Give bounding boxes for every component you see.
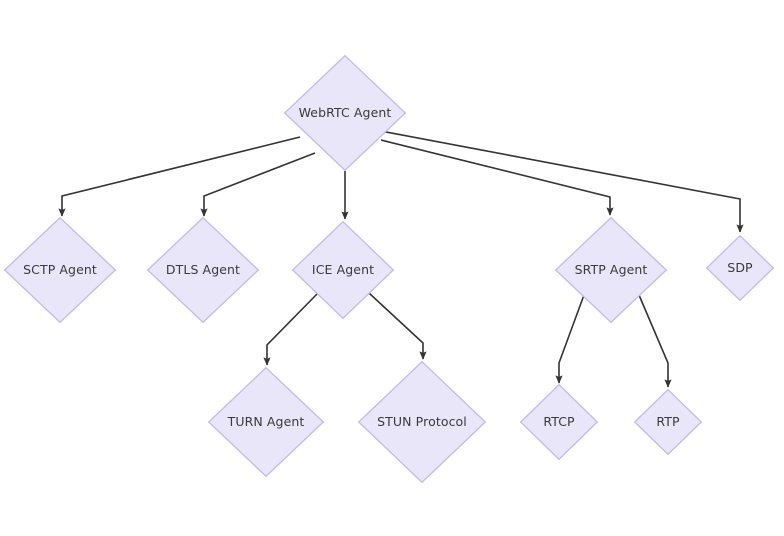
node-label-turn: TURN Agent: [227, 414, 305, 430]
diamond-shape-sctp: [3, 216, 117, 324]
diamond-shape-turn: [207, 366, 325, 478]
node-label-stun: STUN Protocol: [377, 414, 467, 430]
diamond-shape-sdp: [705, 234, 775, 302]
node-stun[interactable]: STUN Protocol: [357, 360, 487, 484]
node-sdp[interactable]: SDP: [705, 234, 775, 302]
diamond-shape-rtp: [633, 388, 703, 456]
node-label-ice: ICE Agent: [311, 262, 375, 278]
diamond-shape-ice: [291, 220, 395, 320]
node-label-srtp: SRTP Agent: [574, 262, 648, 278]
node-turn[interactable]: TURN Agent: [207, 366, 325, 478]
node-dtls[interactable]: DTLS Agent: [146, 216, 260, 324]
node-label-dtls: DTLS Agent: [165, 262, 241, 278]
node-label-rtp: RTP: [656, 414, 680, 430]
diamond-shape-webrtc: [283, 54, 407, 172]
node-srtp[interactable]: SRTP Agent: [554, 216, 668, 324]
node-ice[interactable]: ICE Agent: [291, 220, 395, 320]
edge-webrtc-to-sctp: [58, 136, 301, 217]
node-sctp[interactable]: SCTP Agent: [3, 216, 117, 324]
node-label-sdp: SDP: [727, 260, 753, 276]
diamond-shape-stun: [357, 360, 487, 484]
edge-webrtc-to-srtp: [380, 139, 614, 216]
node-rtp[interactable]: RTP: [633, 388, 703, 456]
node-rtcp[interactable]: RTCP: [519, 383, 599, 461]
node-label-sctp: SCTP Agent: [23, 262, 97, 278]
diamond-shape-rtcp: [519, 383, 599, 461]
node-label-webrtc: WebRTC Agent: [298, 105, 392, 121]
diamond-shape-srtp: [554, 216, 668, 324]
node-webrtc[interactable]: WebRTC Agent: [283, 54, 407, 172]
node-label-rtcp: RTCP: [543, 414, 575, 430]
diamond-shape-dtls: [146, 216, 260, 324]
